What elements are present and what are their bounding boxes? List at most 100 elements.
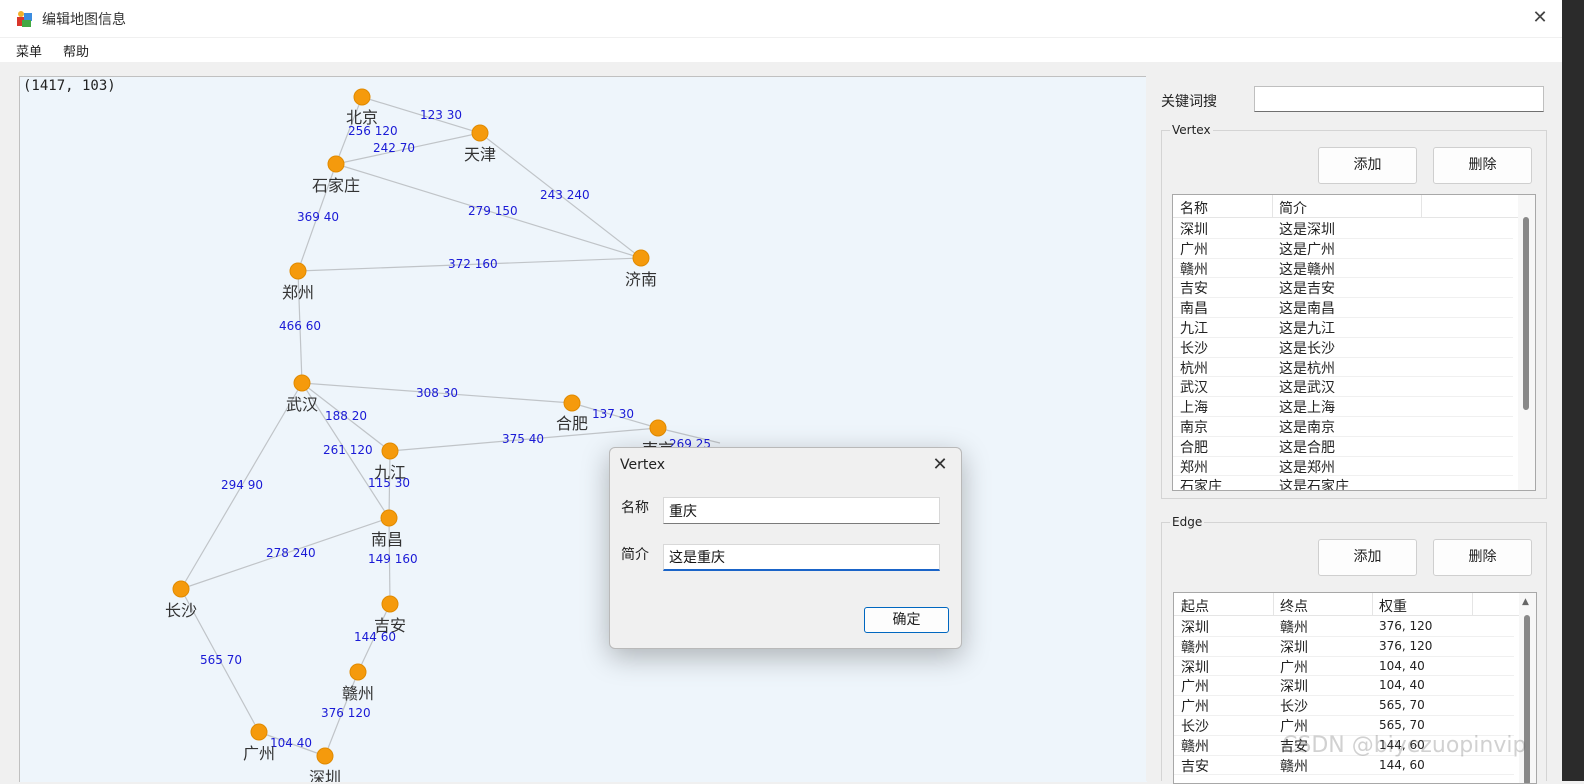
- map-edge-shijiazhuang-tianjin[interactable]: [335, 132, 481, 165]
- column-header-weight[interactable]: 权重: [1379, 599, 1407, 615]
- column-header-start[interactable]: 起点: [1181, 599, 1209, 615]
- menu-item-help[interactable]: 帮助: [63, 45, 90, 60]
- name-input[interactable]: [663, 497, 940, 524]
- map-edge-changsha-guangzhou[interactable]: [180, 588, 260, 733]
- map-node-nanjing[interactable]: [649, 419, 667, 437]
- map-node-jinan[interactable]: [632, 249, 650, 267]
- table-row[interactable]: 南昌 这是南昌: [1173, 297, 1513, 318]
- vertex-list[interactable]: 名称 简介 深圳这是深圳广州这是广州赣州这是赣州吉安这是吉安南昌 这是南昌九江这是…: [1172, 194, 1536, 491]
- table-row[interactable]: 南京这是南京: [1173, 416, 1513, 437]
- map-edge-wuhan-jiujiang[interactable]: [301, 382, 391, 452]
- scroll-up-arrow-icon[interactable]: ▲: [1522, 597, 1529, 607]
- map-edge-tianjin-jinan[interactable]: [479, 132, 642, 259]
- map-node-tianjin[interactable]: [471, 124, 489, 142]
- add-vertex-button[interactable]: 添加: [1318, 147, 1417, 184]
- table-row[interactable]: 石家庄这是石家庄: [1173, 475, 1513, 491]
- map-edge-changsha-nanchang[interactable]: [180, 517, 390, 590]
- search-input[interactable]: [1254, 86, 1544, 112]
- map-edge-zhengzhou-wuhan[interactable]: [297, 270, 303, 384]
- table-row[interactable]: 郑州这是郑州: [1173, 456, 1513, 477]
- edge-weight-label: 369 40: [297, 210, 339, 224]
- table-row[interactable]: 武汉这是武汉: [1173, 376, 1513, 398]
- map-edge-jiujiang-nanchang[interactable]: [388, 450, 391, 519]
- map-edge-guangzhou-shenzhen[interactable]: [258, 731, 326, 757]
- table-cell: 104, 40: [1379, 658, 1425, 673]
- delete-vertex-button[interactable]: 删除: [1433, 147, 1532, 184]
- edge-weight-label: 104 40: [270, 736, 312, 750]
- scrollbar-thumb[interactable]: [1523, 217, 1529, 410]
- map-node-changsha[interactable]: [172, 580, 190, 598]
- table-cell: 石家庄: [1180, 479, 1222, 491]
- vertex-list-scrollbar[interactable]: [1518, 195, 1535, 490]
- table-cell: 南昌: [1180, 301, 1208, 318]
- table-cell: 吉安: [1181, 758, 1209, 775]
- map-node-zhengzhou[interactable]: [289, 262, 307, 280]
- map-edge-beijing-shijiazhuang[interactable]: [335, 96, 363, 165]
- map-edge-shijiazhuang-zhengzhou[interactable]: [297, 163, 337, 272]
- map-edge-ganzhou-shenzhen[interactable]: [324, 671, 359, 757]
- column-header-name[interactable]: 名称: [1180, 201, 1208, 217]
- scrollbar-thumb[interactable]: [1524, 615, 1530, 783]
- edge-list-scrollbar[interactable]: ▲: [1519, 593, 1536, 783]
- table-cell: 这是合肥: [1279, 439, 1335, 456]
- map-edge-jiujiang-nanjing[interactable]: [389, 427, 659, 452]
- map-node-shijiazhuang[interactable]: [327, 155, 345, 173]
- table-row[interactable]: 合肥这是合肥: [1173, 436, 1513, 457]
- table-row[interactable]: 赣州这是赣州: [1173, 258, 1513, 279]
- edge-weight-label: 372 160: [448, 257, 498, 271]
- map-node-jian[interactable]: [381, 595, 399, 613]
- table-cell: 这是南昌: [1279, 301, 1335, 318]
- map-node-nanchang[interactable]: [380, 509, 398, 527]
- map-node-beijing[interactable]: [353, 88, 371, 106]
- map-edge-beijing-tianjin[interactable]: [361, 96, 481, 134]
- map-edge-shijiazhuang-jinan[interactable]: [335, 163, 642, 259]
- table-cell: 长沙: [1280, 699, 1308, 716]
- map-edge-zhengzhou-jinan[interactable]: [297, 257, 642, 272]
- map-edge-nanchang-jian[interactable]: [388, 517, 391, 605]
- map-edge-wuhan-hefei[interactable]: [301, 382, 573, 404]
- map-node-guangzhou[interactable]: [250, 723, 268, 741]
- map-edge-wuhan-changsha[interactable]: [180, 382, 303, 590]
- map-node-label-hefei: 合肥: [556, 414, 588, 433]
- map-edge-hefei-nanjing[interactable]: [571, 402, 659, 429]
- menu-item-menu[interactable]: 菜单: [16, 45, 43, 60]
- ok-button[interactable]: 确定: [864, 607, 949, 633]
- add-edge-button[interactable]: 添加: [1318, 539, 1417, 576]
- map-node-ganzhou[interactable]: [349, 663, 367, 681]
- table-cell: 104, 40: [1379, 678, 1425, 693]
- map-edge-jian-ganzhou[interactable]: [357, 603, 391, 673]
- map-edge-nanjing-offscreen[interactable]: [657, 427, 721, 444]
- map-edge-wuhan-nanchang[interactable]: [301, 382, 390, 519]
- window-close-icon[interactable]: ✕: [1532, 7, 1548, 28]
- table-row[interactable]: 广州这是广州: [1173, 238, 1513, 259]
- map-node-jiujiang[interactable]: [381, 442, 399, 460]
- map-node-wuhan[interactable]: [293, 374, 311, 392]
- table-row[interactable]: 上海这是上海: [1173, 396, 1513, 417]
- table-cell: 144, 60: [1379, 757, 1425, 772]
- table-row[interactable]: 杭州这是杭州: [1173, 357, 1513, 378]
- map-node-hefei[interactable]: [563, 394, 581, 412]
- map-node-label-shenzhen: 深圳: [309, 768, 341, 782]
- table-cell: 这是吉安: [1279, 281, 1335, 298]
- column-header-desc[interactable]: 简介: [1279, 201, 1307, 217]
- table-row[interactable]: 深圳这是深圳: [1173, 218, 1513, 239]
- map-node-shenzhen[interactable]: [316, 747, 334, 765]
- table-row[interactable]: 吉安这是吉安: [1173, 277, 1513, 299]
- desc-input[interactable]: [663, 544, 940, 571]
- delete-edge-button[interactable]: 删除: [1433, 539, 1532, 576]
- table-row[interactable]: 九江这是九江: [1173, 317, 1513, 338]
- dialog-close-icon[interactable]: ✕: [932, 454, 948, 475]
- table-row[interactable]: 长沙这是长沙: [1173, 337, 1513, 358]
- column-header-end[interactable]: 终点: [1280, 599, 1308, 615]
